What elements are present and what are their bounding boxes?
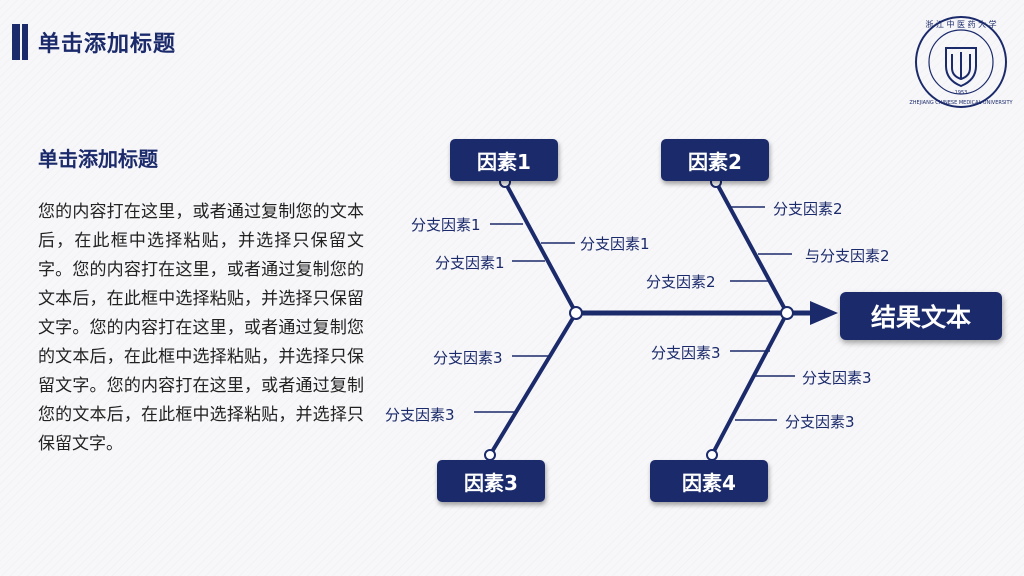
branch-label[interactable]: 分支因素1 bbox=[435, 254, 505, 272]
branch-label[interactable]: 与分支因素2 bbox=[805, 247, 890, 265]
svg-text:ZHEJIANG CHINESE MEDICAL UNIVE: ZHEJIANG CHINESE MEDICAL UNIVERSITY bbox=[909, 100, 1013, 106]
branch-label[interactable]: 分支因素3 bbox=[785, 413, 855, 431]
svg-text:1953: 1953 bbox=[955, 90, 968, 96]
bone-factor3 bbox=[488, 311, 578, 457]
title-accent-bar-secondary bbox=[22, 24, 28, 60]
branch-label[interactable]: 分支因素3 bbox=[433, 349, 503, 367]
joint-node bbox=[706, 449, 718, 461]
branch-label[interactable]: 分支因素3 bbox=[385, 406, 455, 424]
bone-factor1 bbox=[503, 181, 578, 314]
joint-node bbox=[780, 306, 794, 320]
university-seal-logo: 浙 江 中 医 药 大 学 ZHEJIANG CHINESE MEDICAL U… bbox=[909, 16, 1014, 108]
joint-node bbox=[484, 449, 496, 461]
bone-factor2 bbox=[714, 181, 789, 314]
branch-label[interactable]: 分支因素1 bbox=[411, 216, 481, 234]
section-subtitle[interactable]: 单击添加标题 bbox=[38, 147, 158, 171]
title-accent-bar bbox=[12, 24, 20, 60]
result-box[interactable]: 结果文本 bbox=[840, 292, 1002, 340]
body-paragraph[interactable]: 您的内容打在这里，或者通过复制您的文本后，在此框中选择粘贴，并选择只保留文字。您… bbox=[38, 202, 364, 454]
svg-text:浙 江 中 医 药 大 学: 浙 江 中 医 药 大 学 bbox=[925, 19, 996, 29]
branch-label[interactable]: 分支因素1 bbox=[580, 235, 650, 253]
factor-box-2[interactable]: 因素2 bbox=[661, 139, 769, 181]
factor-box-3[interactable]: 因素3 bbox=[437, 460, 545, 502]
joint-node bbox=[569, 306, 583, 320]
branch-label[interactable]: 分支因素3 bbox=[802, 369, 872, 387]
branch-label[interactable]: 分支因素2 bbox=[646, 273, 716, 291]
factor-box-1[interactable]: 因素1 bbox=[450, 139, 558, 181]
page-title[interactable]: 单击添加标题 bbox=[38, 32, 177, 57]
factor-box-4[interactable]: 因素4 bbox=[650, 460, 768, 502]
branch-label[interactable]: 分支因素2 bbox=[773, 200, 843, 218]
bone-factor4 bbox=[710, 312, 789, 456]
spine-arrowhead bbox=[810, 301, 838, 325]
branch-label[interactable]: 分支因素3 bbox=[651, 344, 721, 362]
